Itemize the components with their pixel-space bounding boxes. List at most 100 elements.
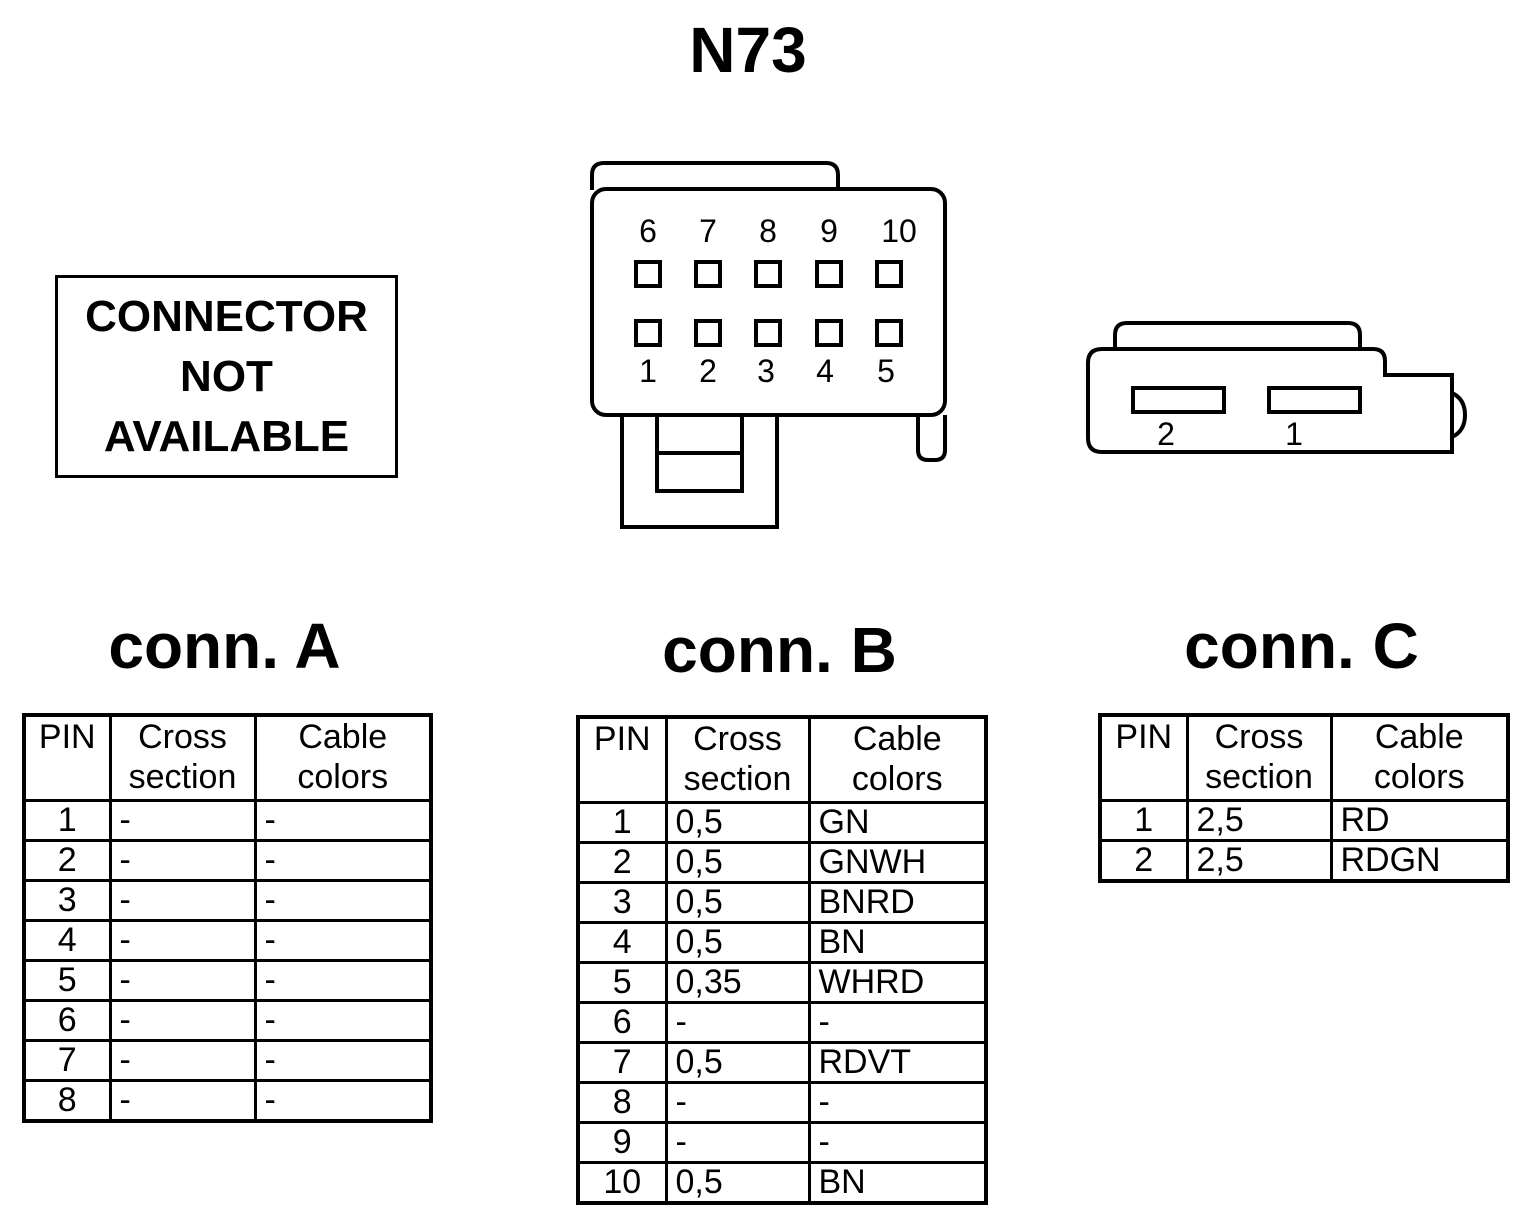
pin-cell: 7: [22, 1039, 112, 1082]
header-cable-colors: Cable colors: [807, 715, 988, 804]
cable-color-cell: -: [253, 1079, 433, 1123]
header-cross-section: Cross section: [108, 713, 257, 802]
cable-color-cell: -: [807, 1121, 988, 1164]
pin-label-4: 4: [816, 353, 834, 389]
cable-color-cell: RDGN: [1329, 839, 1510, 883]
cross-section-cell: -: [664, 1121, 811, 1164]
table-row: 4--: [22, 919, 433, 962]
cross-section-cell: -: [108, 1079, 257, 1123]
cable-color-cell: RD: [1329, 799, 1510, 842]
connector-b-latch: [655, 415, 744, 493]
pin-7-socket: [694, 260, 722, 288]
conn-b-title: conn. B: [662, 614, 897, 686]
connector-c-side-latch: [1451, 391, 1468, 439]
table-row: 6--: [22, 999, 433, 1042]
cable-color-cell: BN: [807, 921, 988, 964]
pin-cell: 7: [576, 1041, 668, 1084]
header-cable-colors: Cable colors: [253, 713, 433, 802]
pin-cell: 6: [22, 999, 112, 1042]
not-available-line-3: AVAILABLE: [103, 411, 350, 461]
connc-pin-label-2: 2: [1157, 416, 1175, 452]
pin-cell: 8: [22, 1079, 112, 1123]
pin-6-socket: [634, 260, 662, 288]
cross-section-cell: -: [664, 1081, 811, 1124]
pin-3-socket: [754, 319, 782, 347]
pin-8-socket: [754, 260, 782, 288]
pin-cell: 2: [22, 839, 112, 882]
connector-b-body: [590, 187, 947, 417]
conn-a-title: conn. A: [108, 610, 341, 682]
cable-color-cell: -: [253, 919, 433, 962]
header-cross-section: Cross section: [1185, 713, 1333, 802]
cross-section-cell: -: [108, 1039, 257, 1082]
pin-label-3: 3: [757, 353, 775, 389]
pin-cell: 2: [1098, 839, 1189, 883]
cross-section-cell: 2,5: [1185, 839, 1333, 883]
cross-section-cell: -: [108, 799, 257, 842]
cross-section-cell: -: [108, 919, 257, 962]
table-row: 7--: [22, 1039, 433, 1082]
pin-cell: 2: [576, 841, 668, 884]
pin-cell: 3: [576, 881, 668, 924]
table-row: 6--: [576, 1001, 988, 1044]
pin-5-socket: [875, 319, 903, 347]
table-row: 8--: [576, 1081, 988, 1124]
cable-color-cell: -: [807, 1001, 988, 1044]
pin-cell: 5: [576, 961, 668, 1004]
header-pin: PIN: [576, 715, 668, 804]
header-cable-colors: Cable colors: [1329, 713, 1510, 802]
pin-cell: 3: [22, 879, 112, 922]
cable-color-cell: BNRD: [807, 881, 988, 924]
pin-label-2: 2: [699, 353, 717, 389]
cross-section-cell: 0,35: [664, 961, 811, 1004]
header-pin: PIN: [1098, 713, 1189, 802]
conn-c-title: conn. C: [1184, 610, 1419, 682]
pin-10-socket: [875, 260, 903, 288]
pin-cell: 6: [576, 1001, 668, 1044]
cable-color-cell: -: [253, 1039, 433, 1082]
cable-color-cell: GN: [807, 801, 988, 844]
pin-label-6: 6: [639, 213, 657, 249]
pin-cell: 5: [22, 959, 112, 1002]
table-header-row: PIN Cross section Cable colors: [576, 715, 988, 804]
cable-color-cell: RDVT: [807, 1041, 988, 1084]
connector-b-top-ledge: [590, 161, 840, 190]
table-header-row: PIN Cross section Cable colors: [22, 713, 433, 802]
cross-section-cell: 2,5: [1185, 799, 1333, 842]
connector-not-available-box: CONNECTOR NOT AVAILABLE: [55, 275, 398, 478]
pin-cell: 1: [576, 801, 668, 844]
pin-4-socket: [815, 319, 843, 347]
connector-b-drawing: 6 7 8 9 10 1 2 3 4 5: [590, 161, 947, 529]
cable-color-cell: -: [807, 1081, 988, 1124]
not-available-line-1: CONNECTOR: [85, 291, 368, 341]
conn-a-table: PIN Cross section Cable colors 1--2--3--…: [22, 713, 433, 1123]
connector-b-plug: [620, 415, 779, 529]
cross-section-cell: 0,5: [664, 1041, 811, 1084]
cable-color-cell: -: [253, 959, 433, 1002]
table-row: 2--: [22, 839, 433, 882]
pin-cell: 9: [576, 1121, 668, 1164]
cable-color-cell: -: [253, 799, 433, 842]
pin-1-blade: [1267, 386, 1362, 414]
cross-section-cell: -: [108, 879, 257, 922]
pin-label-5: 5: [877, 353, 895, 389]
pin-cell: 4: [22, 919, 112, 962]
connector-c-top-ledge: [1113, 321, 1362, 349]
pin-cell: 10: [576, 1161, 668, 1205]
pin-cell: 8: [576, 1081, 668, 1124]
table-row: 3--: [22, 879, 433, 922]
pin-cell: 1: [22, 799, 112, 842]
header-cross-section: Cross section: [664, 715, 811, 804]
cross-section-cell: 0,5: [664, 881, 811, 924]
pin-cell: 1: [1098, 799, 1189, 842]
table-row: 5--: [22, 959, 433, 1002]
